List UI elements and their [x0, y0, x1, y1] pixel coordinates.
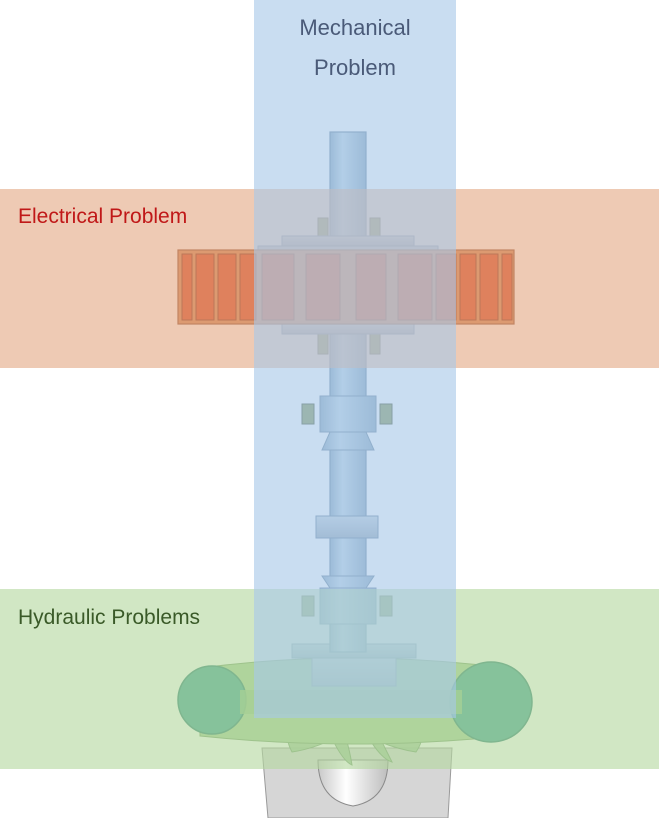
mechanical-label-line2: Problem	[314, 55, 396, 80]
electrical-label: Electrical Problem	[18, 205, 187, 228]
mechanical-label-line1: Mechanical	[299, 15, 410, 40]
mechanical-problem-band	[254, 0, 456, 718]
runner-cone	[317, 759, 389, 807]
hydraulic-label: Hydraulic Problems	[18, 606, 200, 629]
